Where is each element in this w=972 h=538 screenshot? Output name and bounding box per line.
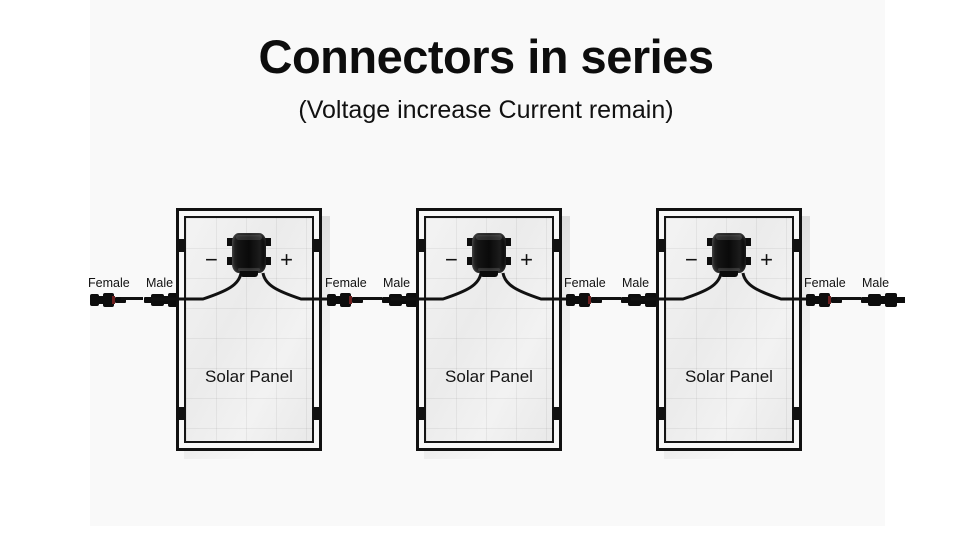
mount-clamp (418, 239, 425, 252)
junction-box (467, 233, 511, 277)
mount-clamp (658, 239, 665, 252)
junction-tab (227, 238, 234, 246)
positive-terminal-sign: + (280, 247, 293, 272)
junction-box-foot (480, 271, 498, 277)
connector-label-female: Female (564, 276, 606, 290)
panel-label: Solar Panel (205, 367, 293, 386)
solar-panel-3: − + Solar Panel (631, 208, 834, 459)
mount-clamp (178, 239, 185, 252)
mount-clamp (313, 239, 320, 252)
junction-box-foot (720, 271, 738, 277)
connector-label-female: Female (804, 276, 846, 290)
mount-clamp (553, 239, 560, 252)
mount-clamp (658, 407, 665, 420)
connector-label-female: Female (88, 276, 130, 290)
junction-tab (744, 257, 751, 265)
mount-clamp (793, 407, 800, 420)
junction-tab (264, 257, 271, 265)
page-title: Connectors in series (258, 30, 714, 83)
link-wire (358, 297, 382, 300)
mount-clamp (178, 407, 185, 420)
mount-clamp (553, 407, 560, 420)
junction-box (707, 233, 751, 277)
female-connector-icon (806, 293, 842, 307)
positive-terminal-sign: + (520, 247, 533, 272)
junction-tab (467, 238, 474, 246)
connector-label-female: Female (325, 276, 367, 290)
junction-box-foot (240, 271, 258, 277)
negative-terminal-sign: − (205, 247, 218, 272)
junction-tab (504, 238, 511, 246)
negative-terminal-sign: − (445, 247, 458, 272)
junction-tab (504, 257, 511, 265)
panel-label: Solar Panel (685, 367, 773, 386)
link-wire (121, 297, 143, 300)
junction-box-body (472, 233, 506, 273)
junction-box-body (712, 233, 746, 273)
connector-label-male: Male (862, 276, 890, 290)
negative-terminal-sign: − (685, 247, 698, 272)
positive-terminal-sign: + (760, 247, 773, 272)
junction-tab (227, 257, 234, 265)
junction-tab (707, 257, 714, 265)
connector-label-male: Male (146, 276, 174, 290)
mount-clamp (418, 407, 425, 420)
panel-label: Solar Panel (445, 367, 533, 386)
mount-clamp (793, 239, 800, 252)
junction-box-body (232, 233, 266, 273)
solar-panel-1: − + Solar Panel (151, 208, 354, 459)
connector-label-male: Male (383, 276, 411, 290)
junction-tab (264, 238, 271, 246)
link-wire (597, 297, 621, 300)
panel-frame: − + Solar Panel (631, 208, 834, 451)
connector-group-4: Female Male (804, 276, 912, 316)
panel-frame: − + Solar Panel (151, 208, 354, 451)
panel-frame: − + Solar Panel (391, 208, 594, 451)
junction-tab (707, 238, 714, 246)
junction-box (227, 233, 271, 277)
mount-clamp (313, 407, 320, 420)
page-subtitle: (Voltage increase Current remain) (298, 96, 674, 124)
connector-label-male: Male (622, 276, 650, 290)
female-connector-icon (90, 293, 126, 307)
link-wire (837, 297, 861, 300)
female-connector-icon (566, 293, 602, 307)
female-connector-icon (327, 293, 363, 307)
junction-tab (467, 257, 474, 265)
male-connector-icon (861, 293, 905, 307)
junction-tab (744, 238, 751, 246)
solar-panel-2: − + Solar Panel (391, 208, 594, 459)
